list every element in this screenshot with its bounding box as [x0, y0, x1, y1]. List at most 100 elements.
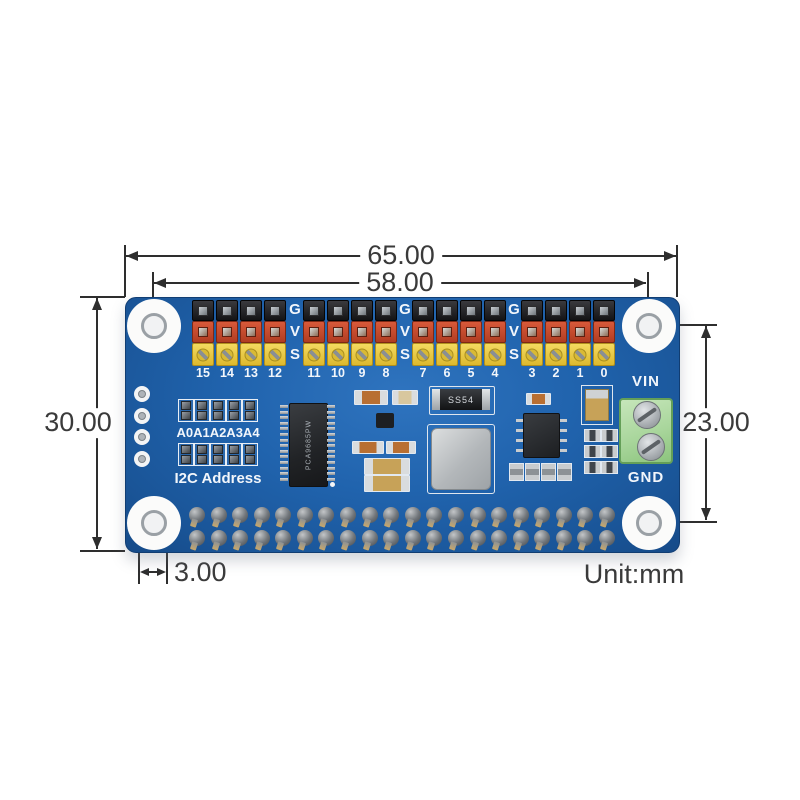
header-pin — [351, 321, 373, 343]
breakout-hole — [134, 386, 150, 402]
header-pin — [593, 321, 615, 343]
ic-pin — [327, 405, 335, 408]
header-pin — [569, 300, 591, 321]
pin1-dot — [330, 482, 335, 487]
pin-row-label: V — [289, 323, 300, 340]
header-pin — [264, 300, 286, 321]
header-pin — [192, 343, 214, 366]
header-pin — [545, 321, 567, 343]
schottky-diode: SS54 — [429, 386, 495, 415]
resistor — [526, 393, 551, 405]
gpio-pin — [210, 530, 227, 546]
ic-pin — [280, 477, 288, 481]
channel-label: 8 — [382, 366, 390, 380]
vin-label: VIN — [631, 373, 660, 390]
gpio-pin — [577, 507, 594, 523]
channel-label: 3 — [528, 366, 536, 380]
ic-pin — [327, 410, 335, 414]
gpio-pin — [469, 530, 486, 546]
ic-pin — [327, 416, 335, 420]
ic-pin — [280, 433, 288, 436]
jumper-pad — [226, 443, 242, 466]
extension-line — [124, 245, 126, 297]
gpio-pin — [555, 507, 572, 523]
header-pin — [484, 300, 506, 321]
header-row — [521, 343, 615, 366]
gpio-pin — [189, 530, 205, 546]
channel-label: 1 — [576, 366, 584, 380]
smd-pad — [584, 445, 601, 458]
ic-pin — [327, 421, 335, 425]
header-pin — [484, 321, 506, 343]
channel-label: 7 — [419, 366, 427, 380]
gpio-pin — [426, 507, 443, 523]
header-pin — [460, 343, 482, 366]
arrowhead-left — [140, 568, 149, 576]
header-row — [192, 343, 286, 366]
channel-label: 10 — [331, 366, 345, 380]
gpio-pin — [189, 507, 205, 523]
pin-row-label: V — [508, 323, 519, 340]
header-pin — [375, 300, 397, 321]
diode-marking: SS54 — [447, 394, 475, 405]
gpio-pin — [340, 507, 357, 523]
header-pin — [484, 343, 506, 366]
extension-line — [80, 296, 125, 298]
ic-pin — [280, 438, 288, 442]
jumper-pad — [178, 443, 194, 466]
ic-pin — [327, 455, 335, 459]
mounting-hole-bottom-left — [127, 496, 181, 550]
pin-row-label: G — [289, 301, 301, 318]
gpio-pin — [404, 507, 421, 523]
jumper-pad — [210, 399, 226, 422]
ic-pin — [327, 427, 335, 431]
header-pin — [375, 343, 397, 366]
ic-pin — [280, 449, 288, 453]
gpio-pin — [210, 507, 227, 523]
gpio-pin — [447, 530, 464, 546]
ic-pin — [327, 466, 335, 470]
header-pin — [521, 321, 543, 343]
header-pin — [351, 343, 373, 366]
ic-pin — [280, 421, 288, 425]
header-pin — [327, 300, 349, 321]
terminal-screw-gnd — [637, 433, 665, 461]
dim-hole-diameter-label: 3.00 — [172, 557, 229, 588]
header-pin — [240, 300, 262, 321]
header-row — [303, 300, 397, 321]
header-row — [412, 321, 506, 343]
header-pin — [521, 343, 543, 366]
jumper-pad — [226, 399, 242, 422]
gpio-pin — [555, 530, 572, 546]
gpio-pin — [469, 507, 486, 523]
gpio-pin — [253, 507, 270, 523]
gpio-pin — [340, 530, 357, 546]
gpio-pin — [447, 507, 464, 523]
ic-marking: PCA9685PW — [305, 419, 312, 471]
header-row — [192, 321, 286, 343]
header-pin — [545, 300, 567, 321]
pin-row-label: G — [399, 301, 411, 318]
ic-pin — [280, 455, 288, 459]
gpio-pin — [491, 507, 508, 523]
resistor — [352, 441, 384, 454]
extension-line — [138, 532, 140, 584]
header-row — [521, 321, 615, 343]
smd-pad — [584, 429, 601, 442]
ic-pin — [327, 461, 335, 464]
dim-overall-height-label: 30.00 — [37, 407, 119, 438]
header-pin — [593, 343, 615, 366]
header-pin — [593, 300, 615, 321]
header-row — [412, 300, 506, 321]
header-pin — [192, 300, 214, 321]
gpio-pin — [491, 530, 508, 546]
arrowhead-right — [664, 251, 676, 261]
gpio-pin — [318, 530, 335, 546]
header-row — [192, 300, 286, 321]
mounting-hole-top-left — [127, 299, 181, 353]
extension-line — [166, 532, 168, 584]
